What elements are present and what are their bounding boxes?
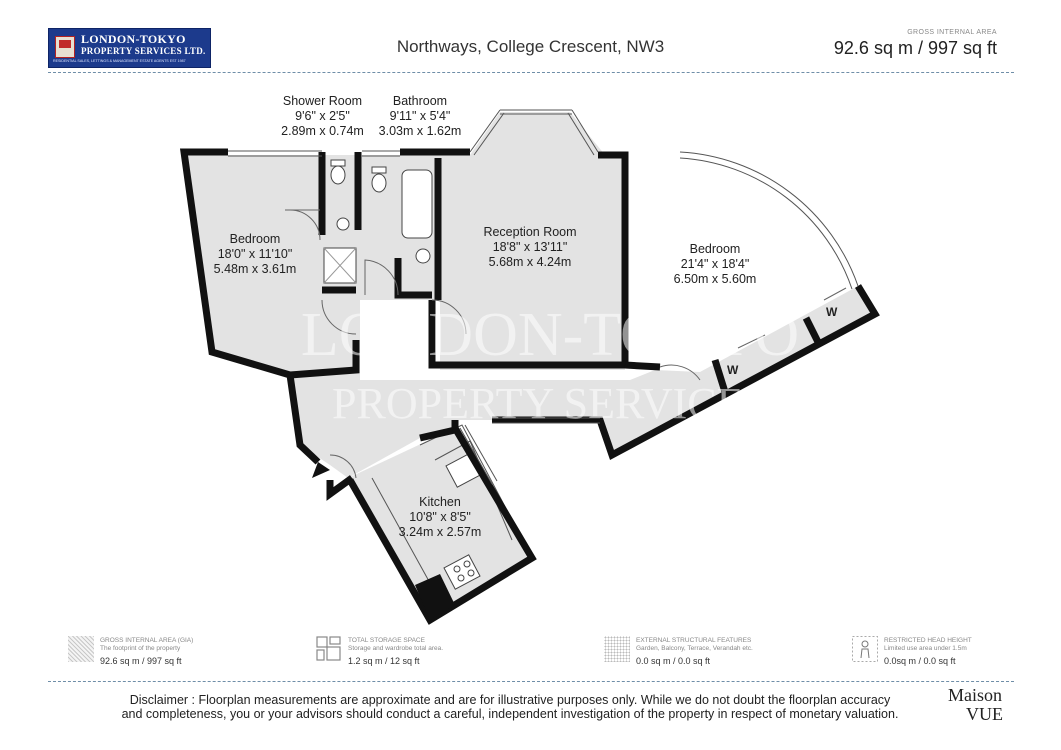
watermark-line1: LONDON-TOKYO xyxy=(300,301,800,369)
crest-icon xyxy=(55,36,75,58)
gia-value: 92.6 sq m / 997 sq ft xyxy=(833,38,997,58)
hatched-square-icon xyxy=(68,636,94,662)
room-label-reception: Reception Room 18'8" x 13'11" 5.68m x 4.… xyxy=(483,225,577,269)
toilet-icon xyxy=(330,165,346,185)
logo-tagline: RESIDENTIAL SALES, LETTINGS & MANAGEMENT… xyxy=(53,59,186,63)
room-label-kitchen: Kitchen 10'8" x 8'5" 3.24m x 2.57m xyxy=(398,495,482,539)
floor-area xyxy=(184,112,875,618)
floorplan xyxy=(179,109,880,625)
legend-desc: Garden, Balcony, Terrace, Verandah etc. xyxy=(636,644,753,652)
agency-logo: LONDON-TOKYO PROPERTY SERVICES LTD. RESI… xyxy=(48,28,211,68)
entrance-arrow-icon xyxy=(312,462,330,478)
legend-desc: Limited use area under 1.5m xyxy=(884,644,967,652)
legend-value: 0.0sq m / 0.0 sq ft xyxy=(884,656,956,666)
bathtub-icon xyxy=(401,169,433,239)
logo-name-line1: LONDON-TOKYO xyxy=(81,32,186,46)
wardrobe-label: W xyxy=(826,305,838,319)
gia-caption: GROSS INTERNAL AREA xyxy=(907,29,997,36)
header-divider xyxy=(48,72,1014,73)
toilet-icon xyxy=(371,173,387,193)
legend-value: 92.6 sq m / 997 sq ft xyxy=(100,656,182,666)
logo-name-line2: PROPERTY SERVICES LTD. xyxy=(81,46,206,56)
disclaimer: Disclaimer : Floorplan measurements are … xyxy=(121,693,899,721)
room-label-bedroom-1: Bedroom 18'0" x 11'10" 5.48m x 3.61m xyxy=(213,232,297,276)
watermark-line2: PROPERTY SERVICES xyxy=(332,379,768,428)
page-title: Northways, College Crescent, NW3 xyxy=(396,37,665,56)
legend-title: GROSS INTERNAL AREA (GIA) xyxy=(100,637,194,644)
room-label-bedroom-2: Bedroom 21'4" x 18'4" 6.50m x 5.60m xyxy=(673,242,757,286)
brand-line2: VUE xyxy=(966,704,1003,724)
brand-line1: Maison xyxy=(948,685,1002,705)
legend-title: EXTERNAL STRUCTURAL FEATURES xyxy=(636,637,752,644)
hob-icon xyxy=(443,554,481,590)
head-height-icon xyxy=(852,636,878,662)
legend-desc: The footprint of the property xyxy=(100,644,181,652)
storage-icon xyxy=(316,636,341,661)
legend-value: 0.0 sq m / 0.0 sq ft xyxy=(636,656,711,666)
footer-divider xyxy=(48,681,1014,682)
basin-icon xyxy=(415,248,431,264)
room-label-bathroom: Bathroom 9'11" x 5'4" 3.03m x 1.62m xyxy=(378,94,462,138)
room-label-shower: Shower Room 9'6" x 2'5" 2.89m x 0.74m xyxy=(281,94,364,138)
legend-desc: Storage and wardrobe total area. xyxy=(348,644,444,652)
legend-title: TOTAL STORAGE SPACE xyxy=(348,637,425,644)
wardrobe-label: W xyxy=(727,363,739,377)
doors xyxy=(285,209,847,479)
legend-value: 1.2 sq m / 12 sq ft xyxy=(348,656,420,666)
legend-title: RESTRICTED HEAD HEIGHT xyxy=(884,637,972,644)
dotted-square-icon xyxy=(604,636,630,662)
windows xyxy=(228,109,859,485)
basin-icon xyxy=(336,217,350,231)
